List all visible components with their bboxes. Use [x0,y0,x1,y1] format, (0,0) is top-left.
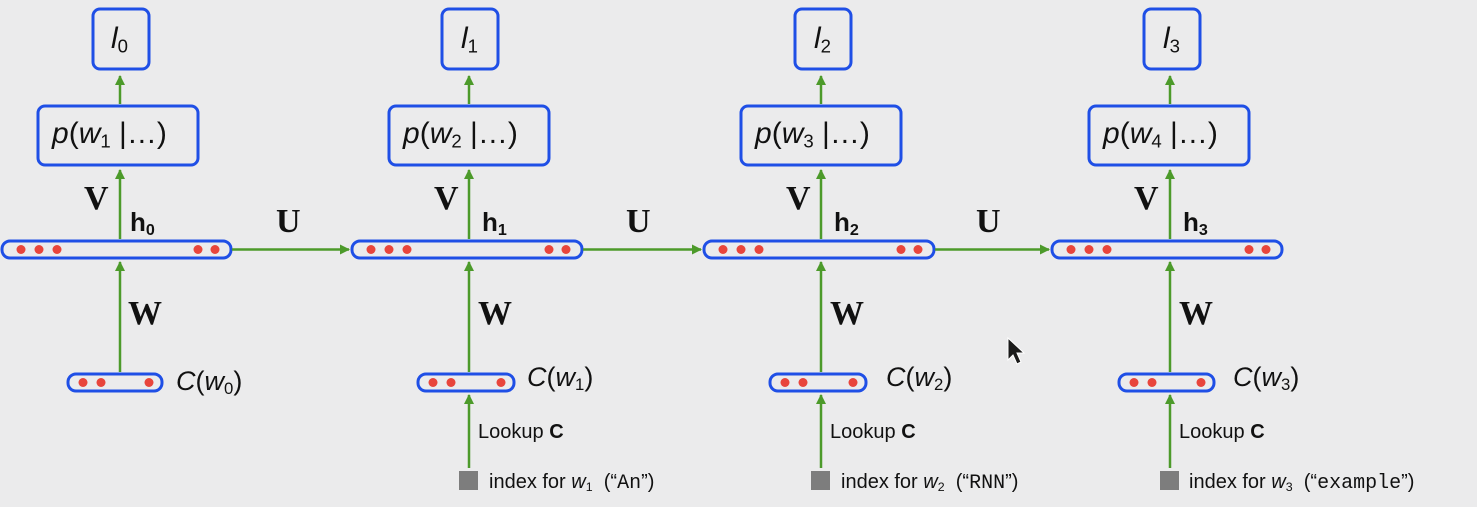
lookup-label: Lookup C [830,421,916,443]
probability-box [739,104,903,167]
hidden-state-box [1050,239,1284,260]
neuron-dot [496,378,506,387]
probability-box [36,104,200,167]
lookup-label: Lookup C [478,421,564,443]
output-box [1142,7,1202,71]
neuron-dot [78,378,88,387]
index-square-icon [459,471,478,490]
neuron-dot [144,378,154,387]
neuron-dot [848,378,858,387]
neuron-dot [798,378,808,387]
matrix-v-label: V [84,180,109,217]
index-label: index for w3 (“example”) [1189,471,1415,495]
probability-label: p(w2 |…) [403,117,518,152]
matrix-u-label: U [276,203,301,240]
probability-label: p(w3 |…) [755,117,870,152]
neuron-dot [402,245,412,254]
neuron-dot [1129,378,1139,387]
neuron-dot [754,245,764,254]
matrix-u-label: U [976,203,1001,240]
hidden-state-box [0,239,233,260]
neuron-dot [428,378,438,387]
neuron-dot [1084,245,1094,254]
neuron-dot [1066,245,1076,254]
neuron-dot [1147,378,1157,387]
neuron-dot [780,378,790,387]
neuron-dot [561,245,571,254]
output-label: l0 [111,22,129,57]
neuron-dot [384,245,394,254]
hidden-state-label: h2 [834,207,859,240]
probability-label: p(w4 |…) [1103,117,1218,152]
matrix-u-label: U [626,203,651,240]
output-box [91,7,151,71]
embedding-box [768,372,868,393]
output-box [440,7,500,71]
matrix-v-label: V [786,180,811,217]
neuron-dot [544,245,554,254]
embedding-box [416,372,516,393]
embedding-label: C(w0) [176,366,243,399]
neuron-dot [366,245,376,254]
matrix-v-label: V [434,180,459,217]
matrix-w-label: W [1179,295,1213,332]
neuron-dot [210,245,220,254]
neuron-dot [193,245,203,254]
output-box [793,7,853,71]
neuron-dot [913,245,923,254]
neuron-dot [736,245,746,254]
neuron-dot [52,245,62,254]
embedding-label: C(w3) [1233,362,1300,395]
neuron-dot [718,245,728,254]
neuron-dot [1196,378,1206,387]
neuron-dot [1261,245,1271,254]
neuron-dot [1102,245,1112,254]
hidden-state-box [702,239,936,260]
output-label: l1 [461,22,479,57]
neuron-dot [96,378,106,387]
output-label: l3 [1163,22,1181,57]
index-label: index for w1 (“An”) [489,471,655,495]
lookup-label: Lookup C [1179,421,1265,443]
embedding-label: C(w2) [886,362,953,395]
probability-box [387,104,551,167]
neuron-dot [1244,245,1254,254]
index-label: index for w2 (“RNN”) [841,471,1019,495]
neuron-dot [896,245,906,254]
probability-box [1087,104,1251,167]
neuron-dot [34,245,44,254]
matrix-w-label: W [830,295,864,332]
neuron-dot [16,245,26,254]
matrix-w-label: W [478,295,512,332]
embedding-box [66,372,164,393]
matrix-w-label: W [128,295,162,332]
mouse-cursor-icon [1007,336,1026,365]
matrix-v-label: V [1134,180,1159,217]
hidden-state-label: h0 [130,207,155,240]
index-square-icon [1160,471,1179,490]
hidden-state-box [350,239,584,260]
hidden-state-label: h1 [482,207,507,240]
neuron-dot [446,378,456,387]
probability-label: p(w1 |…) [52,117,167,152]
output-label: l2 [814,22,832,57]
embedding-box [1117,372,1216,393]
embedding-label: C(w1) [527,362,594,395]
index-square-icon [811,471,830,490]
hidden-state-label: h3 [1183,207,1208,240]
